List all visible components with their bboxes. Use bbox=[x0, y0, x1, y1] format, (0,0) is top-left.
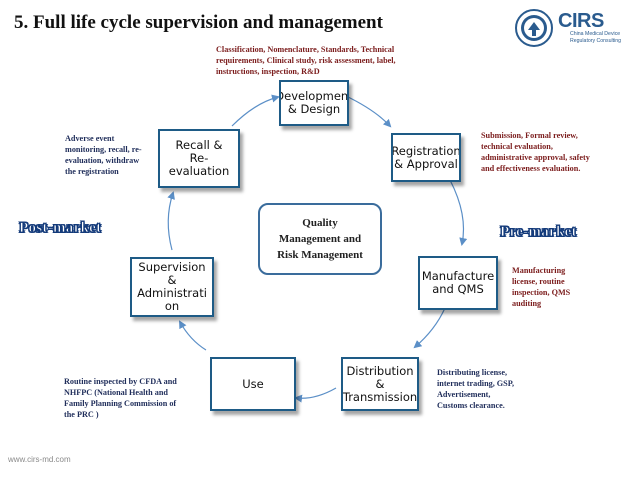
box-manufacture-line-2: and QMS bbox=[432, 282, 484, 296]
arrow-development-to-registration bbox=[345, 95, 392, 128]
phase-pre-market: Pre-market bbox=[500, 224, 577, 241]
note-registration-line-3: administrative approval, safety bbox=[481, 153, 590, 162]
box-development: Development & Design bbox=[279, 80, 349, 126]
box-registration-line-2: & Approval bbox=[394, 156, 458, 171]
logo-tagline-2: Regulatory Consulting bbox=[570, 38, 622, 44]
note-development-line-3: instructions, inspection, R&D bbox=[216, 67, 320, 76]
logo-tagline-1: China Medical Device bbox=[570, 31, 621, 37]
note-development-line-1: Classification, Nomenclature, Standards,… bbox=[216, 45, 395, 54]
note-manufacture-line-2: license, routine bbox=[512, 277, 565, 286]
note-supervision-line-2: NHFPC (National Health and bbox=[64, 388, 168, 397]
box-development-line-2: & Design bbox=[287, 102, 341, 116]
box-supervision-line-3: Administrati bbox=[137, 286, 207, 300]
box-distribution-line-2: & bbox=[375, 376, 385, 391]
cirs-logo: CIRS China Medical Device Regulatory Con… bbox=[514, 8, 634, 48]
note-supervision-line-1: Routine inspected by CFDA and bbox=[64, 377, 177, 386]
note-recall-line-4: the registration bbox=[65, 167, 119, 176]
note-distribution: Distributing license, internet trading, … bbox=[437, 367, 514, 411]
box-supervision: Supervision & Administrati on bbox=[130, 257, 214, 317]
note-supervision: Routine inspected by CFDA and NHFPC (Nat… bbox=[64, 376, 177, 420]
box-manufacture-line-1: Manufacture bbox=[421, 269, 495, 283]
box-supervision-line-4: on bbox=[164, 299, 180, 313]
note-distribution-line-3: Advertisement, bbox=[437, 390, 491, 399]
box-recall-line-2: Re- bbox=[189, 151, 209, 165]
note-registration-line-2: technical evaluation, bbox=[481, 142, 553, 151]
note-registration: Submission, Formal review, technical eva… bbox=[481, 130, 590, 174]
note-manufacture-line-4: auditing bbox=[512, 299, 542, 308]
center-line-1: Quality bbox=[302, 217, 338, 229]
note-recall: Adverse event monitoring, recall, re- ev… bbox=[65, 133, 142, 177]
box-recall-line-3: evaluation bbox=[168, 164, 230, 178]
center-line-3: Risk Management bbox=[277, 249, 363, 261]
box-registration: Registration & Approval bbox=[391, 133, 461, 182]
box-distribution: Distribution & Transmission bbox=[341, 357, 419, 411]
note-manufacture-line-1: Manufacturing bbox=[512, 266, 566, 275]
box-development-line-1: Development bbox=[279, 89, 349, 103]
note-distribution-line-4: Customs clearance. bbox=[437, 401, 505, 410]
note-supervision-line-4: the PRC ) bbox=[64, 410, 99, 419]
box-manufacture: Manufacture and QMS bbox=[418, 256, 498, 310]
note-manufacture: Manufacturing license, routine inspectio… bbox=[512, 265, 570, 309]
center-quality-box: Quality Management and Risk Management bbox=[258, 203, 382, 275]
note-development: Classification, Nomenclature, Standards,… bbox=[216, 44, 396, 77]
box-distribution-line-1: Distribution bbox=[346, 363, 414, 378]
box-registration-line-1: Registration bbox=[391, 143, 461, 158]
page-title: 5. Full life cycle supervision and manag… bbox=[14, 12, 383, 33]
note-supervision-line-3: Family Planning Commission of bbox=[64, 399, 177, 408]
phase-post-market: Post-market bbox=[19, 220, 102, 237]
note-development-line-2: requirements, Clinical study, risk asses… bbox=[216, 56, 396, 65]
note-registration-line-1: Submission, Formal review, bbox=[481, 131, 578, 140]
footer-url[interactable]: www.cirs-md.com bbox=[8, 455, 71, 464]
arrow-registration-to-manufacture bbox=[449, 179, 468, 246]
note-recall-line-3: evaluation, withdraw bbox=[65, 156, 140, 165]
seal-icon bbox=[515, 9, 553, 47]
box-supervision-line-1: Supervision bbox=[138, 260, 206, 274]
arrow-recall-to-development bbox=[231, 94, 280, 127]
box-distribution-line-3: Transmission bbox=[342, 389, 418, 404]
box-recall: Recall & Re- evaluation bbox=[158, 129, 240, 188]
note-distribution-line-1: Distributing license, bbox=[437, 368, 508, 377]
note-distribution-line-2: internet trading, GSP, bbox=[437, 379, 515, 388]
arrow-distribution-to-use bbox=[294, 387, 337, 403]
arrow-use-to-supervision bbox=[179, 320, 207, 351]
note-registration-line-4: and effectiveness evaluation. bbox=[481, 164, 581, 173]
box-recall-line-1: Recall & bbox=[175, 138, 223, 152]
arrow-manufacture-to-distribution bbox=[413, 307, 446, 349]
logo-name: CIRS bbox=[558, 10, 604, 32]
note-recall-line-1: Adverse event bbox=[65, 134, 115, 143]
note-manufacture-line-3: inspection, QMS bbox=[512, 288, 571, 297]
arrow-supervision-to-recall bbox=[167, 191, 175, 251]
box-use-line-1: Use bbox=[242, 376, 264, 391]
note-recall-line-2: monitoring, recall, re- bbox=[65, 145, 142, 154]
center-line-2: Management and bbox=[278, 233, 362, 245]
box-use: Use bbox=[210, 357, 296, 411]
box-supervision-line-2: & bbox=[167, 273, 177, 287]
